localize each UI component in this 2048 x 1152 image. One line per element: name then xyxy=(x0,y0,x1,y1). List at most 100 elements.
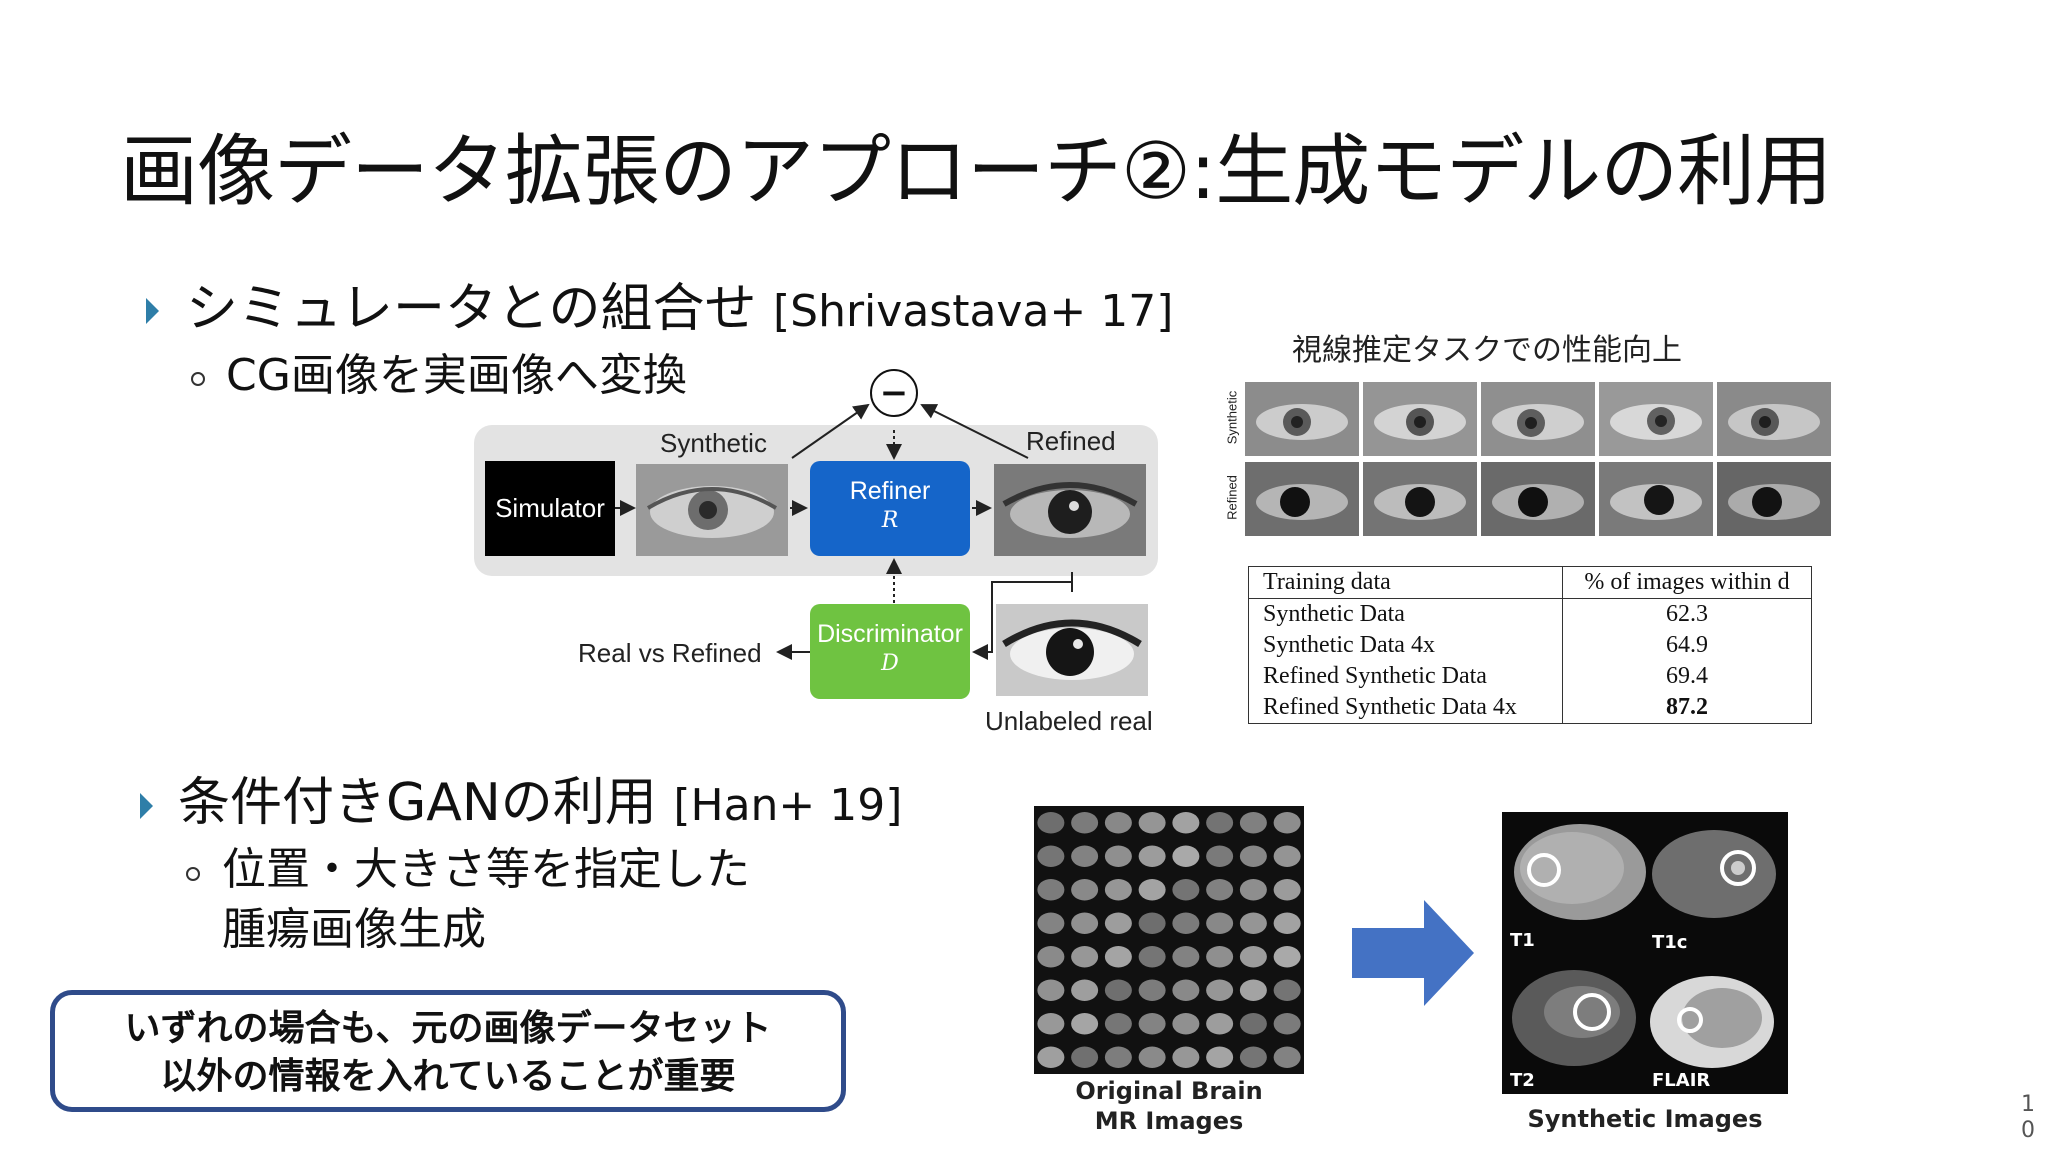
brain-slice-thumbnail xyxy=(1273,879,1301,901)
brain-slice-thumbnail xyxy=(1206,879,1234,901)
brain-slice-thumbnail xyxy=(1273,979,1301,1001)
callout-line2: 以外の情報を入れていることが重要 xyxy=(160,1056,736,1097)
brain-slice-thumbnail xyxy=(1138,812,1166,834)
bullet-conditional-gan-text: 条件付きGANの利用 xyxy=(178,773,657,833)
brain-slice-thumbnail xyxy=(1037,812,1065,834)
results-table: Training data % of images within d Synth… xyxy=(1249,567,1811,723)
brain-slice-thumbnail xyxy=(1071,845,1099,867)
label-real-vs-refined: Real vs Refined xyxy=(578,638,762,668)
table-row: Synthetic Data 4x 64.9 xyxy=(1249,630,1811,661)
brain-slice-thumbnail xyxy=(1138,1013,1166,1035)
brain-slice-thumbnail xyxy=(1071,1046,1099,1068)
brain-slice-thumbnail xyxy=(1071,979,1099,1001)
discriminator-label: Discriminator xyxy=(817,620,963,648)
minus-symbol: − xyxy=(879,373,909,413)
brain-slice-thumbnail xyxy=(1206,979,1234,1001)
brain-slice-thumbnail xyxy=(1273,845,1301,867)
brain-slice-thumbnail xyxy=(1138,879,1166,901)
brain-slice-thumbnail xyxy=(1239,1013,1267,1035)
brain-slice-thumbnail xyxy=(1172,1013,1200,1035)
table-header-training-data: Training data xyxy=(1249,567,1563,599)
brain-slice-thumbnail xyxy=(1172,845,1200,867)
synthetic-eye-image xyxy=(636,464,788,556)
table-cell: Synthetic Data 4x xyxy=(1249,630,1563,661)
table-cell: 64.9 xyxy=(1666,632,1708,658)
brain-slice-thumbnail xyxy=(1104,979,1132,1001)
brain-slice-thumbnail xyxy=(1239,1046,1267,1068)
table-header-row: Training data % of images within d xyxy=(1249,567,1811,599)
bullet-simulator-text: シミュレータとの組合せ xyxy=(186,279,757,339)
brain-slice-thumbnail xyxy=(1037,946,1065,968)
unlabeled-real-eye-image xyxy=(996,604,1148,696)
key-point-callout: いずれの場合も、元の画像データセット 以外の情報を入れていることが重要 xyxy=(50,990,846,1112)
synthetic-images-caption: Synthetic Images xyxy=(1527,1105,1763,1133)
brain-slice-thumbnail xyxy=(1104,845,1132,867)
synthetic-brain-images: T1 T1c T2 FLAIR xyxy=(1502,812,1788,1094)
page-number-digit1: 1 xyxy=(2021,1092,2035,1117)
simulator-label: Simulator xyxy=(495,493,605,523)
brain-slice-thumbnail xyxy=(1104,1046,1132,1068)
modality-t2: T2 xyxy=(1510,1070,1535,1091)
table-cell: Refined Synthetic Data 4x xyxy=(1249,692,1563,723)
table-cell-best: 87.2 xyxy=(1666,694,1708,720)
label-unlabeled-real: Unlabeled real xyxy=(985,706,1153,736)
brain-slice-thumbnail xyxy=(1239,812,1267,834)
diagram-arrows xyxy=(615,403,1073,660)
brain-slice-thumbnail xyxy=(1273,1046,1301,1068)
discriminator-box: Discriminator D xyxy=(810,604,970,699)
brain-slice-thumbnail xyxy=(1104,946,1132,968)
modality-t1: T1 xyxy=(1510,930,1535,951)
brain-slice-thumbnail xyxy=(1071,1013,1099,1035)
brain-slice-thumbnail xyxy=(1206,1013,1234,1035)
modality-t1c: T1c xyxy=(1652,932,1688,953)
brain-slice-thumbnail xyxy=(1104,1013,1132,1035)
synthetic-eye-row xyxy=(1245,382,1831,456)
refiner-box: Refiner R xyxy=(810,461,970,556)
callout-line1: いずれの場合も、元の画像データセット xyxy=(124,1008,772,1049)
table-row: Refined Synthetic Data 4x 87.2 xyxy=(1249,692,1811,723)
brain-slice-thumbnail xyxy=(1239,845,1267,867)
brain-slice-thumbnail xyxy=(1071,812,1099,834)
table-cell: Synthetic Data xyxy=(1249,598,1563,630)
brain-slice-thumbnail xyxy=(1071,912,1099,934)
brain-slice-thumbnail xyxy=(1071,879,1099,901)
brain-slice-thumbnail xyxy=(1104,912,1132,934)
bullet-conditional-gan: 条件付きGANの利用 [Han+ 19] xyxy=(178,771,902,838)
table-header-percent-within-d: % of images within d xyxy=(1562,567,1811,599)
brain-slice-thumbnail xyxy=(1138,912,1166,934)
brain-slice-thumbnail xyxy=(1104,812,1132,834)
brain-slice-thumbnail xyxy=(1239,879,1267,901)
sub-bullet-circle-icon xyxy=(191,372,205,386)
sub-bullet-circle-icon xyxy=(186,867,200,881)
brain-slice-thumbnail xyxy=(1138,845,1166,867)
label-refined: Refined xyxy=(1026,426,1116,456)
brain-slice-thumbnail xyxy=(1037,979,1065,1001)
brain-slice-thumbnail xyxy=(1273,912,1301,934)
brain-slice-thumbnail xyxy=(1037,912,1065,934)
row-label-refined: Refined xyxy=(1224,475,1240,520)
table-header-percent-within-d-text: % of images within d xyxy=(1584,569,1790,595)
brain-slice-thumbnail xyxy=(1071,946,1099,968)
brain-slice-thumbnail xyxy=(1104,879,1132,901)
brain-slice-thumbnail xyxy=(1138,979,1166,1001)
bullet-arrow-icon xyxy=(140,793,153,819)
brain-slice-thumbnail xyxy=(1037,879,1065,901)
discriminator-symbol: D xyxy=(881,651,899,676)
original-brain-caption: Original Brain MR Images xyxy=(1034,1076,1304,1136)
brain-slice-thumbnail xyxy=(1273,812,1301,834)
eye-icon xyxy=(994,464,1146,556)
brain-slice-thumbnail xyxy=(1172,879,1200,901)
page-number-digit2: 0 xyxy=(2021,1118,2035,1143)
bullet-conditional-gan-ref: [Han+ 19] xyxy=(673,780,903,831)
gaze-heading: 視線推定タスクでの性能向上 xyxy=(1292,333,1682,368)
refiner-symbol: R xyxy=(881,508,899,533)
sub-bullet-cg-to-real: CG画像を実画像へ変換 xyxy=(226,350,687,401)
brain-slice-thumbnail xyxy=(1273,1013,1301,1035)
brain-slice-thumbnail xyxy=(1206,845,1234,867)
bullet-simulator: シミュレータとの組合せ [Shrivastava+ 17] xyxy=(186,277,1173,344)
brain-slice-thumbnail xyxy=(1206,946,1234,968)
brain-slice-thumbnail xyxy=(1239,946,1267,968)
brain-slice-thumbnail xyxy=(1239,912,1267,934)
brain-slice-thumbnail xyxy=(1206,1046,1234,1068)
right-arrow-icon xyxy=(1352,900,1474,1006)
